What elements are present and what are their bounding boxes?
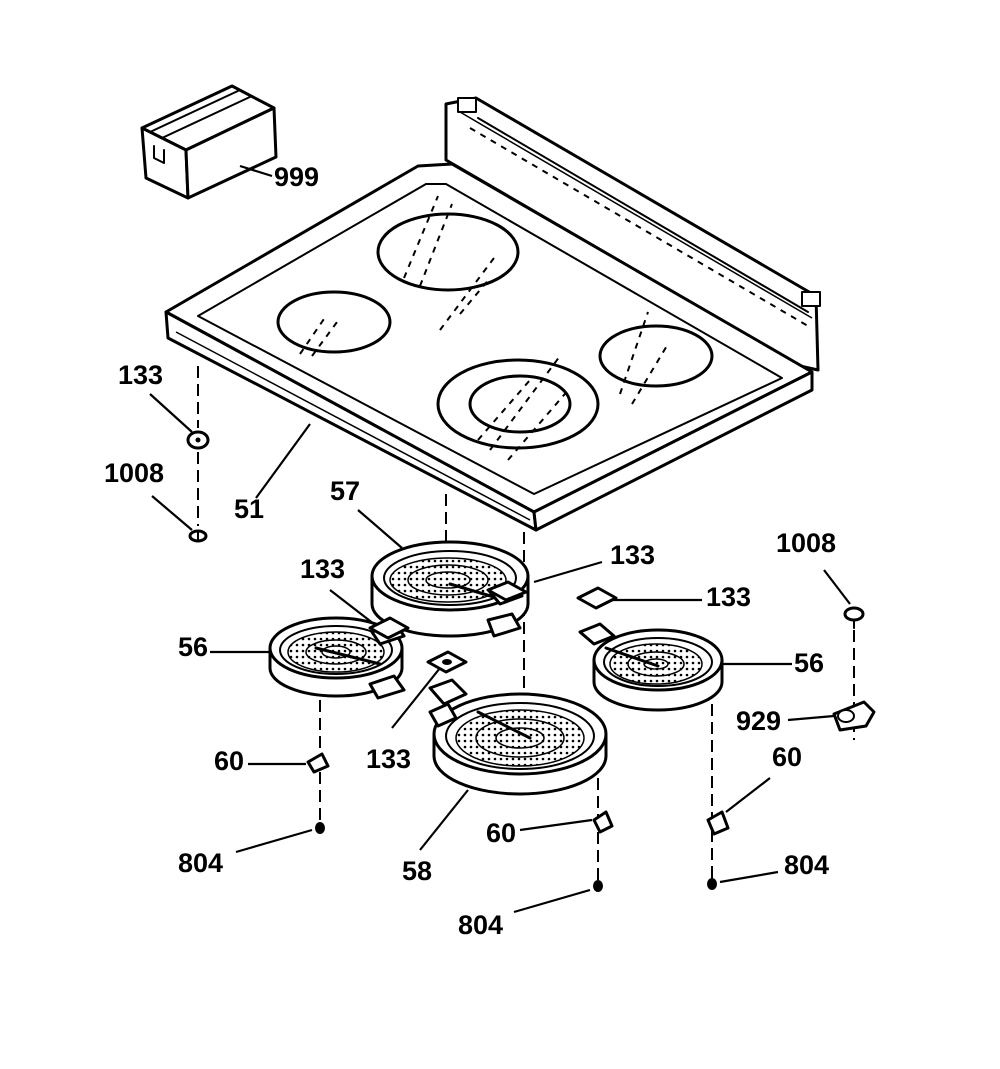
heating-element-58 [428, 678, 608, 796]
heating-element-56-right [578, 622, 724, 712]
insulator-133-left [368, 616, 410, 640]
label-804-left: 804 [178, 848, 223, 878]
part-labels: 999 133 1008 51 57 133 133 133 56 56 100… [104, 162, 836, 940]
label-999: 999 [274, 162, 319, 192]
label-58: 58 [402, 856, 432, 886]
box-part-999 [140, 84, 278, 200]
screw-804-left [315, 822, 325, 834]
label-60-right: 60 [772, 742, 802, 772]
label-133-right: 133 [706, 582, 751, 612]
label-133-mid-right: 133 [610, 540, 655, 570]
screw-804-right [707, 878, 717, 890]
leader-lines [149, 164, 851, 914]
label-60-mid: 60 [486, 818, 516, 848]
clip-60-mid [592, 810, 614, 834]
label-804-right: 804 [784, 850, 829, 880]
label-1008-right: 1008 [776, 528, 836, 558]
heating-element-56-left [268, 616, 406, 700]
label-929: 929 [736, 706, 781, 736]
label-1008-left: 1008 [104, 458, 164, 488]
screw-1008-right [843, 606, 865, 629]
burner-marking-front-right [436, 355, 600, 461]
heating-element-57 [370, 540, 530, 638]
insulator-133-mid [486, 580, 528, 602]
washer-133-left [186, 430, 210, 450]
burner-marking-front-left [276, 290, 392, 357]
burner-marking-back-right [598, 311, 714, 405]
label-57: 57 [330, 476, 360, 506]
label-804-mid: 804 [458, 910, 503, 940]
label-56-right: 56 [794, 648, 824, 678]
clip-60-left [306, 752, 330, 774]
label-60-left: 60 [214, 746, 244, 776]
label-133-left: 133 [118, 360, 163, 390]
label-51: 51 [234, 494, 264, 524]
label-133-lower: 133 [366, 744, 411, 774]
clip-60-right [706, 810, 730, 836]
insulator-133-lower [426, 650, 468, 674]
insulator-133-right [576, 586, 618, 610]
label-133-mid-left: 133 [300, 554, 345, 584]
cooktop-part-51 [164, 96, 821, 532]
screw-804-mid [593, 880, 603, 892]
bracket-929 [832, 700, 876, 732]
burner-marking-back-left [376, 195, 520, 331]
screw-1008-left [188, 529, 208, 543]
label-56-left: 56 [178, 632, 208, 662]
